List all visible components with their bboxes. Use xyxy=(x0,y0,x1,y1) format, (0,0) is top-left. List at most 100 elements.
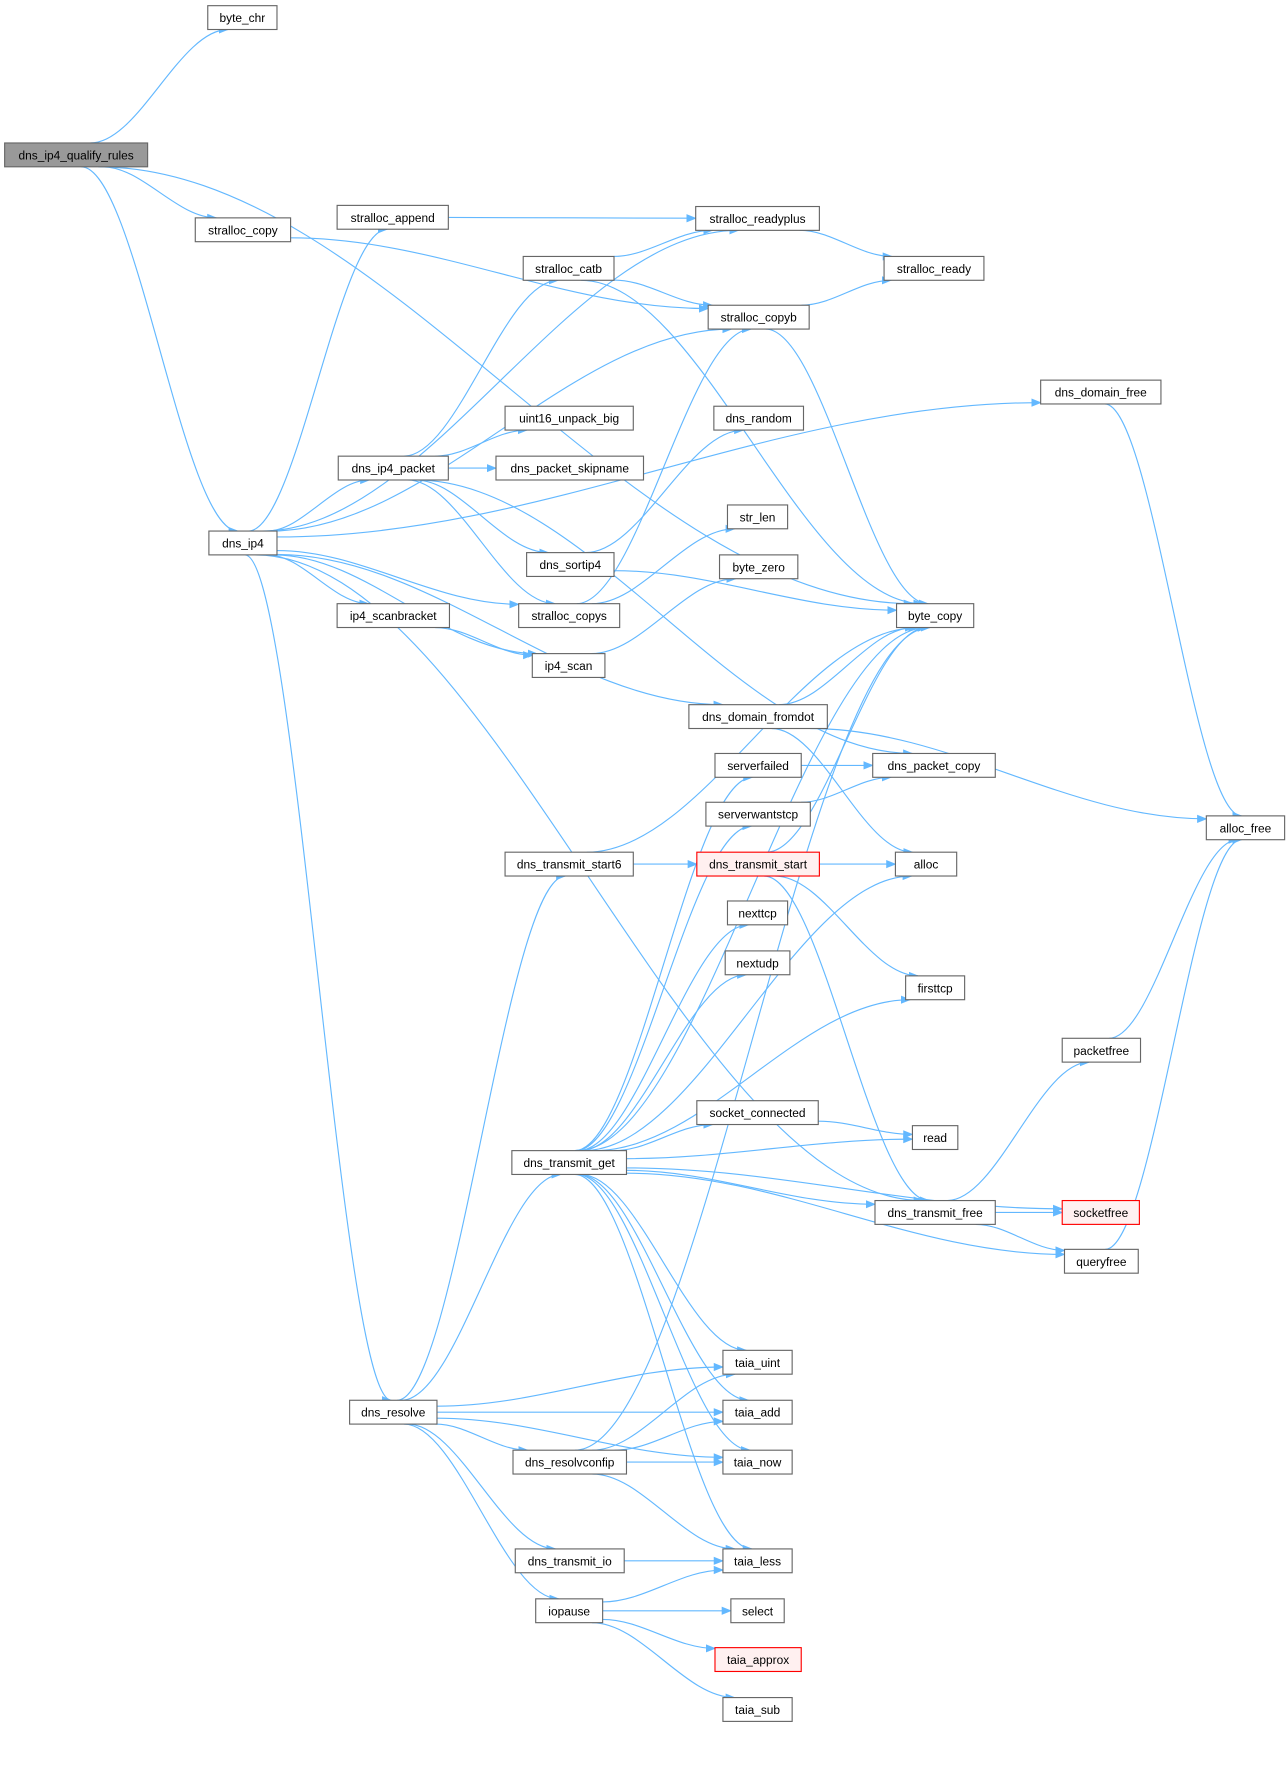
node-dns-transmit-get[interactable]: dns_transmit_get xyxy=(511,1150,628,1176)
node-dns-transmit-free[interactable]: dns_transmit_free xyxy=(874,1199,996,1225)
node-stralloc-append[interactable]: stralloc_append xyxy=(336,204,449,230)
node-dns-sortip4[interactable]: dns_sortip4 xyxy=(526,552,615,578)
node-box[interactable] xyxy=(535,1598,604,1624)
node-iopause[interactable]: iopause xyxy=(535,1598,604,1624)
node-box[interactable] xyxy=(705,801,811,827)
node-box[interactable] xyxy=(336,603,451,629)
node-box[interactable] xyxy=(4,142,149,168)
node-box[interactable] xyxy=(726,900,789,926)
node-box[interactable] xyxy=(718,554,799,580)
node-box[interactable] xyxy=(1205,815,1286,841)
node-box[interactable] xyxy=(714,1647,802,1673)
node-uint16-unpack-big[interactable]: uint16_unpack_big xyxy=(504,405,634,431)
node-alloc[interactable]: alloc xyxy=(894,851,958,877)
node-box[interactable] xyxy=(722,1449,793,1475)
node-dns-packet-skipname[interactable]: dns_packet_skipname xyxy=(495,455,645,481)
node-socket-connected[interactable]: socket_connected xyxy=(696,1100,819,1126)
node-box[interactable] xyxy=(894,851,958,877)
node-dns-domain-free[interactable]: dns_domain_free xyxy=(1040,379,1162,405)
node-dns-transmit-start6[interactable]: dns_transmit_start6 xyxy=(504,851,634,877)
node-stralloc-copy[interactable]: stralloc_copy xyxy=(194,217,292,243)
node-box[interactable] xyxy=(726,504,789,530)
node-dns-ip4-qualify-rules[interactable]: dns_ip4_qualify_rules xyxy=(4,142,149,168)
node-taia-uint[interactable]: taia_uint xyxy=(722,1349,793,1375)
node-select[interactable]: select xyxy=(730,1598,785,1624)
node-box[interactable] xyxy=(696,1100,819,1126)
node-ip4-scan[interactable]: ip4_scan xyxy=(531,653,606,679)
node-stralloc-copyb[interactable]: stralloc_copyb xyxy=(707,304,810,330)
node-serverwantstcp[interactable]: serverwantstcp xyxy=(705,801,811,827)
node-taia-add[interactable]: taia_add xyxy=(722,1399,793,1425)
node-dns-ip4[interactable]: dns_ip4 xyxy=(208,530,278,556)
node-box[interactable] xyxy=(504,405,634,431)
node-byte-zero[interactable]: byte_zero xyxy=(718,554,799,580)
node-alloc-free[interactable]: alloc_free xyxy=(1205,815,1286,841)
node-packetfree[interactable]: packetfree xyxy=(1061,1037,1142,1063)
node-dns-resolve[interactable]: dns_resolve xyxy=(349,1399,438,1425)
node-box[interactable] xyxy=(1061,1199,1140,1225)
node-box[interactable] xyxy=(194,217,292,243)
node-box[interactable] xyxy=(1040,379,1162,405)
node-box[interactable] xyxy=(695,205,820,231)
node-dns-ip4-packet[interactable]: dns_ip4_packet xyxy=(337,455,449,481)
node-box[interactable] xyxy=(883,255,985,281)
node-dns-transmit-io[interactable]: dns_transmit_io xyxy=(514,1548,625,1574)
node-box[interactable] xyxy=(514,1548,625,1574)
node-dns-packet-copy[interactable]: dns_packet_copy xyxy=(872,752,996,778)
node-serverfailed[interactable]: serverfailed xyxy=(714,752,802,778)
node-box[interactable] xyxy=(504,851,634,877)
node-box[interactable] xyxy=(518,603,621,629)
node-box[interactable] xyxy=(1061,1037,1142,1063)
node-stralloc-copys[interactable]: stralloc_copys xyxy=(518,603,621,629)
node-box[interactable] xyxy=(336,204,449,230)
node-dns-domain-fromdot[interactable]: dns_domain_fromdot xyxy=(688,704,828,730)
node-box[interactable] xyxy=(1063,1248,1139,1274)
node-box[interactable] xyxy=(337,455,449,481)
node-box[interactable] xyxy=(208,530,278,556)
node-box[interactable] xyxy=(512,1449,628,1475)
node-box[interactable] xyxy=(707,304,810,330)
node-box[interactable] xyxy=(722,1399,793,1425)
node-dns-random[interactable]: dns_random xyxy=(713,405,805,431)
node-box[interactable] xyxy=(522,255,615,281)
node-taia-approx[interactable]: taia_approx xyxy=(714,1647,802,1673)
node-socketfree[interactable]: socketfree xyxy=(1061,1199,1140,1225)
node-ip4-scanbracket[interactable]: ip4_scanbracket xyxy=(336,603,451,629)
node-box[interactable] xyxy=(874,1199,996,1225)
node-box[interactable] xyxy=(207,5,278,31)
node-box[interactable] xyxy=(724,950,791,976)
node-stralloc-readyplus[interactable]: stralloc_readyplus xyxy=(695,205,820,231)
node-firsttcp[interactable]: firsttcp xyxy=(905,975,966,1001)
node-nextudp[interactable]: nextudp xyxy=(724,950,791,976)
node-str-len[interactable]: str_len xyxy=(726,504,789,530)
node-stralloc-catb[interactable]: stralloc_catb xyxy=(522,255,615,281)
node-box[interactable] xyxy=(713,405,805,431)
node-box[interactable] xyxy=(696,851,820,877)
node-box[interactable] xyxy=(688,704,828,730)
node-dns-transmit-start[interactable]: dns_transmit_start xyxy=(696,851,820,877)
node-box[interactable] xyxy=(526,552,615,578)
node-taia-sub[interactable]: taia_sub xyxy=(722,1697,793,1722)
node-dns-resolvconfip[interactable]: dns_resolvconfip xyxy=(512,1449,628,1475)
node-queryfree[interactable]: queryfree xyxy=(1063,1248,1139,1274)
node-box[interactable] xyxy=(872,752,996,778)
node-box[interactable] xyxy=(905,975,966,1001)
node-read[interactable]: read xyxy=(911,1125,959,1151)
node-box[interactable] xyxy=(730,1598,785,1624)
node-taia-now[interactable]: taia_now xyxy=(722,1449,793,1475)
node-box[interactable] xyxy=(722,1548,793,1574)
node-box[interactable] xyxy=(714,752,802,778)
node-stralloc-ready[interactable]: stralloc_ready xyxy=(883,255,985,281)
node-box[interactable] xyxy=(895,603,975,629)
node-nexttcp[interactable]: nexttcp xyxy=(726,900,789,926)
node-box[interactable] xyxy=(722,1697,793,1722)
node-box[interactable] xyxy=(495,455,645,481)
node-box[interactable] xyxy=(349,1399,438,1425)
node-taia-less[interactable]: taia_less xyxy=(722,1548,793,1574)
node-byte-copy[interactable]: byte_copy xyxy=(895,603,975,629)
node-box[interactable] xyxy=(722,1349,793,1375)
node-box[interactable] xyxy=(911,1125,959,1151)
node-box[interactable] xyxy=(511,1150,628,1176)
node-byte-chr[interactable]: byte_chr xyxy=(207,5,278,31)
node-box[interactable] xyxy=(531,653,606,679)
